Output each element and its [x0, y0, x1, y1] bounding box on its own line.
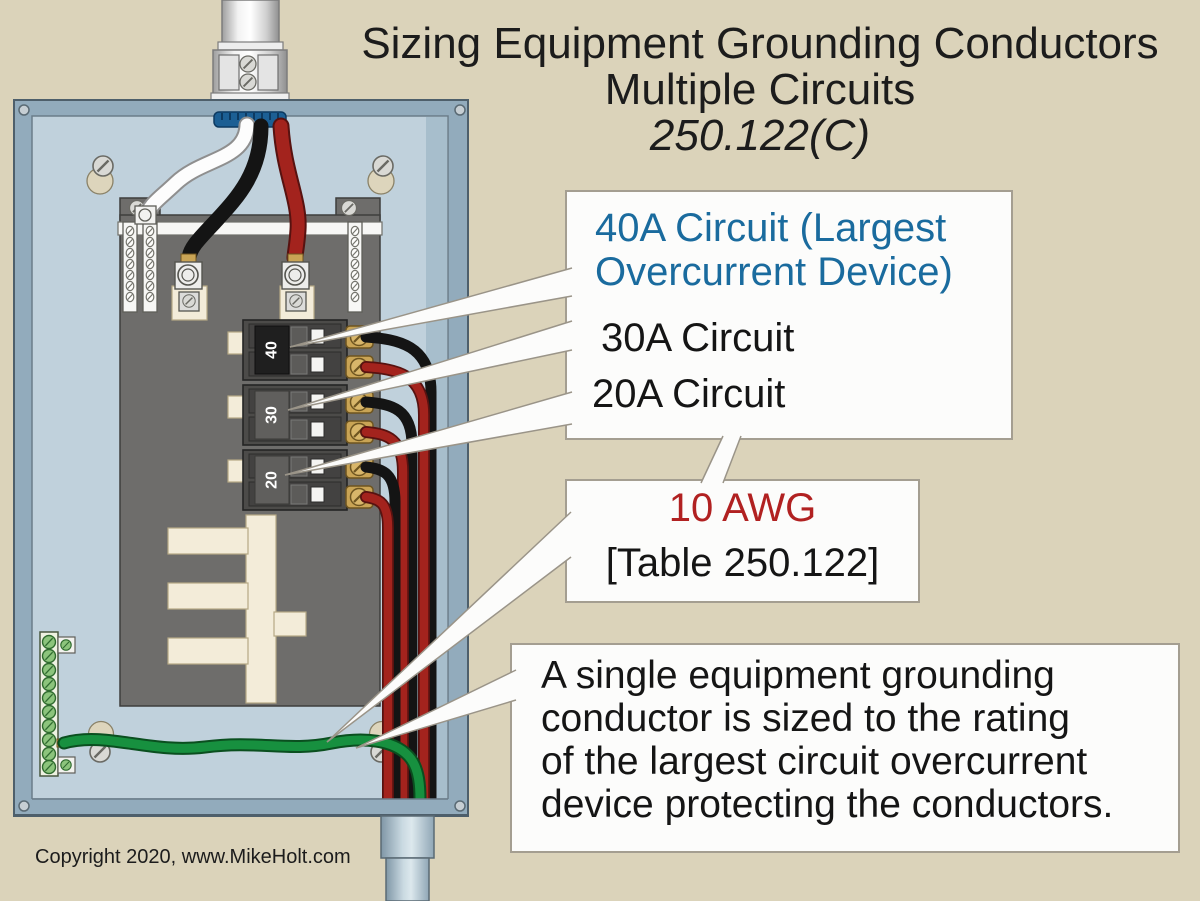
callout-rule-note: A single equipment grounding conductor i… — [510, 643, 1180, 853]
code-reference-title: 250.122(C) — [649, 111, 871, 160]
largest-circuit-label-line1: 40A Circuit (Largest — [595, 206, 947, 250]
corner-screw — [18, 104, 30, 116]
black-feeder-wire — [181, 118, 269, 266]
diagram-title-line1: Sizing Equipment Grounding Conductors — [361, 19, 1159, 68]
rule-note-line1: A single equipment grounding — [541, 654, 1055, 697]
callout-circuit-ratings: 40A Circuit (Largest Overcurrent Device)… — [565, 190, 1013, 440]
breaker-40-label: 40 — [264, 341, 281, 359]
table-reference-label: [Table 250.122] — [605, 541, 880, 585]
equipment-grounding-conductor — [57, 732, 427, 807]
breaker-30-label: 30 — [264, 406, 281, 424]
largest-circuit-label-line2: Overcurrent Device) — [595, 250, 953, 294]
circuit-20a-label: 20A Circuit — [592, 372, 786, 416]
rule-note-line3: of the largest circuit overcurrent — [541, 740, 1088, 783]
callout-conductor-size: 10 AWG [Table 250.122] — [565, 479, 920, 603]
conductor-size-label: 10 AWG — [668, 486, 817, 530]
breaker-20-label: 20 — [264, 471, 281, 489]
corner-screw — [454, 104, 466, 116]
copyright-notice: Copyright 2020, www.MikeHolt.com — [35, 846, 351, 868]
top-conduit — [210, 0, 290, 103]
panel-bottom-frame — [15, 798, 467, 816]
circuit-30a-label: 30A Circuit — [601, 316, 795, 360]
rule-note-line4: device protecting the conductors. — [541, 783, 1114, 826]
diagram-title-line2: Multiple Circuits — [604, 65, 916, 114]
bottom-conduit — [380, 815, 435, 901]
rule-note-line2: conductor is sized to the rating — [541, 697, 1070, 740]
red-feeder-wire — [274, 119, 305, 265]
